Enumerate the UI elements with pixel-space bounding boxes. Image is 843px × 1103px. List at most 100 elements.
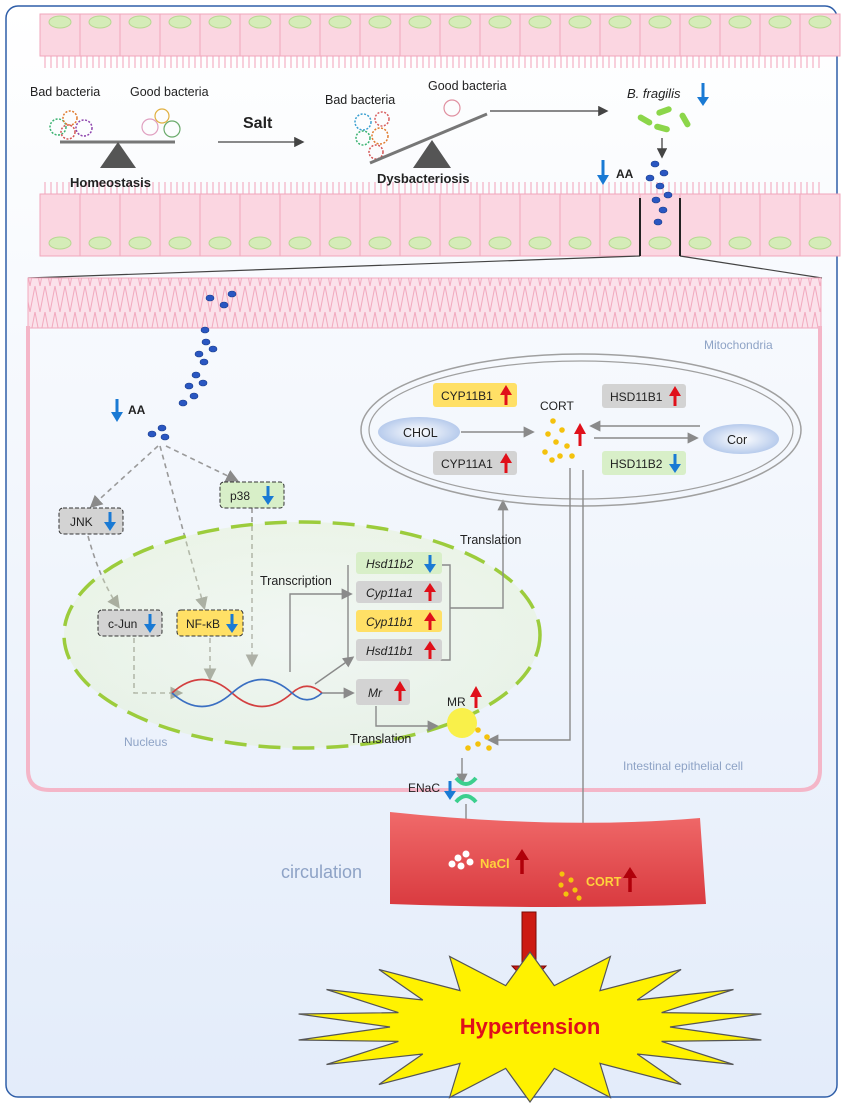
cell-nucleus-icon <box>568 236 592 250</box>
fulcrum-icon <box>413 140 451 168</box>
cell-nucleus-icon <box>208 15 232 29</box>
salt-arrow: Salt <box>218 115 305 148</box>
cjun-box: c-Jun <box>97 609 163 637</box>
down-arrow-icon <box>262 486 274 505</box>
epithelial-cell <box>39 193 81 257</box>
mr-label: MR <box>447 695 466 709</box>
cort-mito-label: CORT <box>540 399 574 413</box>
cell-nucleus-icon <box>288 15 312 29</box>
transcription-label: Transcription <box>260 574 332 588</box>
cell-nucleus-icon <box>808 15 832 29</box>
aa-inside-group: AA <box>111 290 237 441</box>
cell-nucleus-icon <box>88 15 112 29</box>
svg-text:CYP11A1: CYP11A1 <box>441 457 493 471</box>
starburst-icon <box>298 950 762 1103</box>
nucleus <box>62 520 542 750</box>
up-arrow-icon <box>500 453 512 473</box>
aa-top-group: AA <box>597 160 673 226</box>
salt-label: Salt <box>243 115 273 132</box>
svg-text:Hsd11b2: Hsd11b2 <box>366 557 413 571</box>
b-fragilis-group: B. fragilis <box>627 83 709 159</box>
dysbacteriosis-balance: Bad bacteria Good bacteria Dysbacteriosi… <box>325 79 507 186</box>
bacterium-rod-icon <box>679 112 691 128</box>
gene-hsd11b2: Hsd11b2 <box>356 552 442 574</box>
good-bacterium-icon <box>154 108 170 124</box>
cell-nucleus-icon <box>448 236 472 250</box>
cell-nucleus-icon <box>688 236 712 250</box>
cell-nucleus-icon <box>248 15 272 29</box>
mr-receptor-icon <box>447 708 477 738</box>
up-arrow-icon <box>574 423 586 446</box>
mid-epithelium <box>39 182 841 257</box>
cell-nucleus-icon <box>288 236 312 250</box>
cell-nucleus-icon <box>728 15 752 29</box>
cell-nucleus-icon <box>368 236 392 250</box>
cell-nucleus-icon <box>608 15 632 29</box>
cell-nucleus-icon <box>168 15 192 29</box>
cell-nucleus-icon <box>128 15 152 29</box>
cort-dots-icon <box>542 418 575 463</box>
bacterium-rod-icon <box>656 106 672 116</box>
down-arrow-icon <box>226 614 238 633</box>
translation-bottom-label: Translation <box>350 732 411 746</box>
nacl-crystals-icon <box>448 850 474 870</box>
svg-text:Hsd11b1: Hsd11b1 <box>366 644 413 658</box>
cell-label: Intestinal epithelial cell <box>623 759 743 773</box>
up-arrow-icon <box>500 385 512 405</box>
svg-text:c-Jun: c-Jun <box>108 617 137 631</box>
top-epithelium <box>39 13 841 68</box>
cell-nucleus-icon <box>208 236 232 250</box>
translation-top-label: Translation <box>460 533 521 547</box>
mitochondria-label: Mitochondria <box>704 338 773 352</box>
p38-box: p38 <box>219 481 285 509</box>
cell-nucleus-icon <box>88 236 112 250</box>
cell-nucleus-icon <box>48 236 72 250</box>
cell-nucleus-icon <box>728 236 752 250</box>
svg-text:Cyp11b1: Cyp11b1 <box>366 615 413 629</box>
cell-nucleus-icon <box>528 15 552 29</box>
hypertension-burst: Hypertension <box>298 950 762 1103</box>
transcription-arrows <box>289 499 509 732</box>
down-arrow-icon <box>597 160 609 185</box>
cell-nucleus-icon <box>688 15 712 29</box>
svg-text:JNK: JNK <box>70 515 93 529</box>
gene-cyp11b1: Cyp11b1 <box>356 610 442 632</box>
good-bacterium-icon <box>141 118 159 136</box>
bacterium-rod-icon <box>637 114 653 126</box>
enac-channel: ENaC <box>408 776 478 831</box>
gene-hsd11b1: Hsd11b1 <box>356 639 442 661</box>
fulcrum-icon <box>100 142 136 168</box>
up-arrow-icon <box>669 386 681 406</box>
circulation-vessel: circulation NaCl CORT <box>281 812 706 907</box>
svg-text:HSD11B1: HSD11B1 <box>610 390 663 404</box>
cell-nucleus-icon <box>528 236 552 250</box>
cell-nucleus-icon <box>248 236 272 250</box>
cell-nucleus-icon <box>488 15 512 29</box>
nfkb-box: NF-κB <box>176 609 244 637</box>
chol-oval <box>378 417 460 447</box>
cell-nucleus-icon <box>648 15 672 29</box>
mito-cyp11b1: CYP11B1 <box>433 383 517 407</box>
dysbacteriosis-label: Dysbacteriosis <box>377 171 470 186</box>
cell-nucleus-icon <box>448 15 472 29</box>
down-arrow-icon <box>144 614 156 633</box>
cell-nucleus-icon <box>128 236 152 250</box>
svg-text:HSD11B2: HSD11B2 <box>610 457 663 471</box>
cor-oval <box>703 424 779 454</box>
homeostasis-balance: Bad bacteria Good bacteria Homeostasis <box>30 85 209 190</box>
jnk-box: JNK <box>58 507 124 535</box>
b-fragilis-label: B. fragilis <box>627 86 681 101</box>
down-arrow-icon <box>444 781 456 800</box>
enac-channel-icon <box>454 776 478 804</box>
hypertension-label: Hypertension <box>460 1014 601 1039</box>
svg-text:Mr: Mr <box>368 686 383 700</box>
up-arrow-icon <box>470 686 482 708</box>
cell-nucleus-icon <box>408 15 432 29</box>
cell-nucleus-icon <box>648 236 672 250</box>
cell-nucleus-icon <box>568 15 592 29</box>
cell-nucleus-icon <box>168 236 192 250</box>
cell-nucleus-icon <box>48 15 72 29</box>
cort-circulation-dots-icon <box>558 871 582 901</box>
nucleus-label: Nucleus <box>124 735 167 749</box>
